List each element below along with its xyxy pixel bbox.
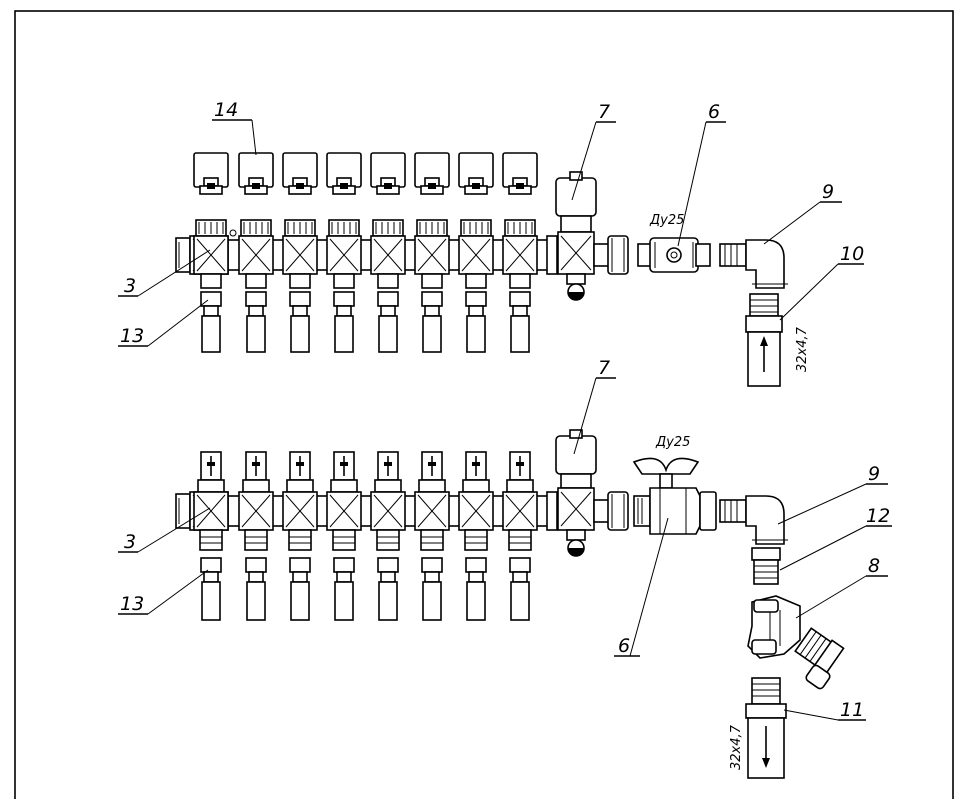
air-vent bbox=[555, 171, 629, 301]
outlet-pipe bbox=[377, 557, 399, 621]
callout-11: 11 bbox=[840, 699, 864, 721]
callout-14: 14 bbox=[214, 99, 238, 121]
callout-6: 6 bbox=[618, 635, 630, 657]
actuator-head bbox=[502, 152, 538, 195]
top-assembly: Ду25 32х4,7 14 bbox=[118, 99, 864, 387]
outlet-pipe bbox=[377, 291, 399, 353]
callout-3: 3 bbox=[124, 531, 136, 553]
valve-section bbox=[370, 219, 406, 289]
actuator-head bbox=[282, 152, 318, 195]
flowmeter-section bbox=[282, 451, 318, 551]
valve-section bbox=[282, 219, 318, 289]
actuator-head bbox=[458, 152, 494, 195]
flowmeter-section bbox=[414, 451, 450, 551]
outlet-fittings bbox=[200, 557, 531, 621]
outlet-pipe bbox=[465, 557, 487, 621]
callouts: 7 9 12 8 11 3 13 6 bbox=[118, 357, 892, 721]
callout-10: 10 bbox=[840, 243, 864, 265]
ball-valve-butterfly bbox=[632, 457, 717, 535]
outlet-pipe bbox=[245, 291, 267, 353]
callout-9: 9 bbox=[868, 463, 880, 485]
actuator-head bbox=[193, 152, 229, 195]
balancing-valve bbox=[747, 595, 845, 690]
flowmeter-section bbox=[458, 451, 494, 551]
outlet-pipe bbox=[245, 557, 267, 621]
air-vent bbox=[555, 429, 629, 557]
flowmeter-section bbox=[193, 451, 229, 551]
outlet-pipe bbox=[333, 291, 355, 353]
valve-section bbox=[502, 219, 538, 289]
valve-section bbox=[238, 219, 274, 289]
valve-section bbox=[193, 219, 229, 289]
callout-9: 9 bbox=[822, 181, 834, 203]
supply-manifold bbox=[175, 229, 558, 275]
bottom-assembly: Ду25 bbox=[118, 357, 892, 779]
pipe-size-label: 32х4,7 bbox=[729, 724, 744, 770]
actuator-head bbox=[414, 152, 450, 195]
callout-13: 13 bbox=[120, 325, 144, 347]
ball-valve bbox=[637, 237, 711, 273]
flowmeter-sections bbox=[193, 451, 538, 551]
outlet-pipe bbox=[509, 291, 531, 353]
callout-12: 12 bbox=[866, 505, 890, 527]
outlet-pipe bbox=[465, 291, 487, 353]
outlet-pipe bbox=[289, 557, 311, 621]
valve-section bbox=[458, 219, 494, 289]
elbow-fitting bbox=[719, 239, 788, 289]
callout-13: 13 bbox=[120, 593, 144, 615]
valve-section bbox=[326, 219, 362, 289]
actuator-head bbox=[370, 152, 406, 195]
callout-7: 7 bbox=[598, 101, 610, 123]
valve-sections bbox=[193, 219, 538, 289]
callout-3: 3 bbox=[124, 275, 136, 297]
return-manifold bbox=[175, 491, 558, 531]
valve-size-label: Ду25 bbox=[655, 435, 690, 450]
valve-section bbox=[414, 219, 450, 289]
pipe-fitting bbox=[745, 293, 783, 387]
actuator-row bbox=[193, 152, 538, 195]
flowmeter-section bbox=[502, 451, 538, 551]
actuator-head bbox=[326, 152, 362, 195]
outlet-pipe bbox=[289, 291, 311, 353]
outlet-fittings bbox=[200, 291, 531, 353]
actuator-head bbox=[238, 152, 274, 195]
flowmeter-section bbox=[370, 451, 406, 551]
outlet-pipe bbox=[421, 557, 443, 621]
outlet-pipe bbox=[421, 291, 443, 353]
callout-8: 8 bbox=[868, 555, 880, 577]
flowmeter-section bbox=[326, 451, 362, 551]
flowmeter-section bbox=[238, 451, 274, 551]
outlet-pipe bbox=[200, 557, 222, 621]
outlet-pipe bbox=[200, 291, 222, 353]
callouts: 14 7 6 9 10 3 13 bbox=[118, 99, 864, 347]
nipple-fitting bbox=[751, 547, 781, 585]
elbow-fitting bbox=[719, 495, 788, 545]
callout-6: 6 bbox=[708, 101, 720, 123]
callout-7: 7 bbox=[598, 357, 610, 379]
outlet-pipe bbox=[333, 557, 355, 621]
outlet-pipe bbox=[509, 557, 531, 621]
pipe-size-label: 32х4,7 bbox=[795, 326, 810, 372]
valve-size-label: Ду25 bbox=[649, 213, 684, 228]
pipe-fitting bbox=[745, 677, 787, 779]
drawing-frame bbox=[14, 10, 954, 799]
